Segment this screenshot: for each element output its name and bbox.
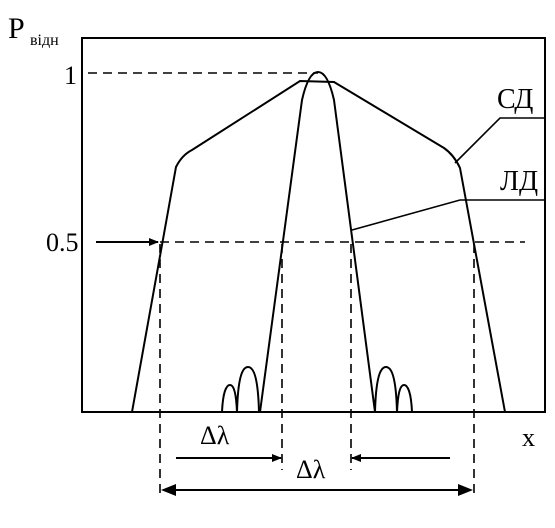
wide-curve-label: СД [497,84,533,115]
tick-label-half: 0.5 [46,228,79,257]
y-axis-label-subscript: відн [30,32,59,49]
right-side-lobes [374,365,413,413]
narrow-spectrum-curve [259,70,376,413]
wide-spectrum-curve [131,79,506,413]
wide-width-arrowhead-right [458,484,473,496]
narrow-curve-leader [351,199,545,231]
narrow-curve-label: ЛД [500,166,538,197]
tick-label-one: 1 [64,61,77,90]
plot-frame [81,37,546,413]
narrow-width-label: Δλ [200,421,230,450]
left-side-lobes [221,365,260,413]
wide-curve-leader [454,117,545,164]
wide-width-arrowhead-left [161,484,176,496]
y-axis-label: P [8,12,25,45]
x-axis-label: x [522,423,535,452]
wide-width-label: Δλ [296,455,326,484]
